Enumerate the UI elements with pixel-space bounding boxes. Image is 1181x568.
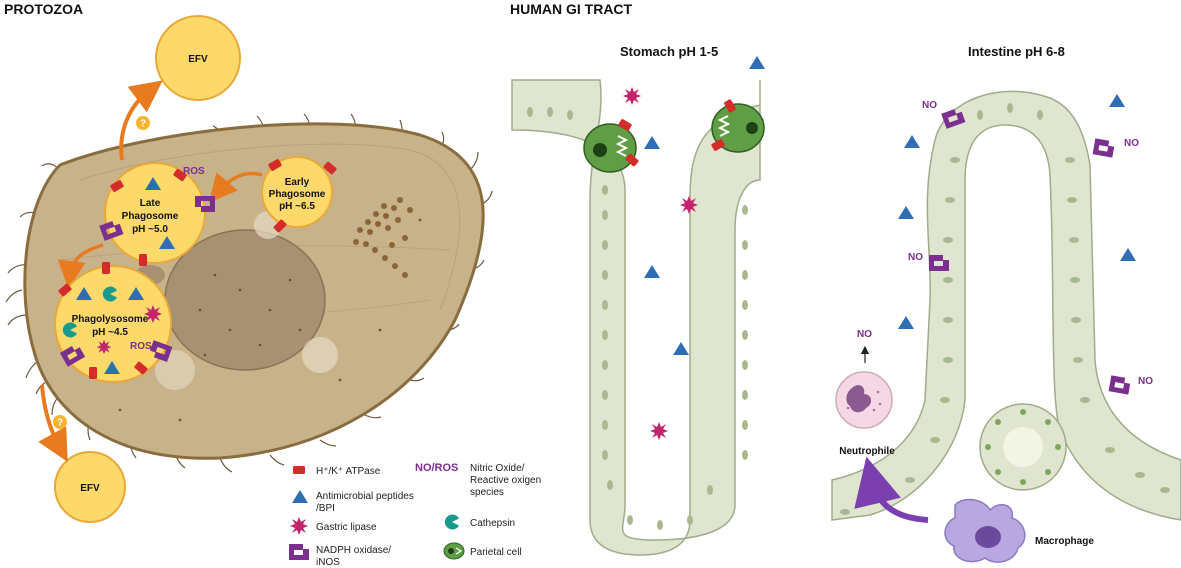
atpase-icon	[139, 254, 147, 266]
efv-vesicle-top	[155, 15, 241, 101]
early-phagosome-line1: Early	[285, 177, 310, 188]
question-icon-top	[136, 116, 150, 130]
neutrophile-cell	[835, 371, 893, 429]
phagolysosome-line1: Phagolysosome	[72, 314, 149, 325]
amp-icon	[673, 342, 689, 355]
legend-amp-line1: Antimicrobial peptides	[316, 491, 414, 502]
atpase-icon	[89, 367, 97, 379]
amp-icon	[904, 135, 920, 148]
gastric-lipase-icon	[623, 87, 641, 105]
legend-no-ros-line2: Reactive oxigen	[470, 475, 541, 486]
stomach-nuclei	[527, 107, 748, 530]
late-phagosome-ph: pH ~5.0	[132, 224, 168, 235]
early-phagosome-line2: Phagosome	[269, 189, 326, 200]
exocytosis-arrow-bottom	[38, 384, 68, 462]
gastric-lipase-icon	[650, 422, 668, 440]
amp-icon	[1120, 248, 1136, 261]
amp-icon	[644, 136, 660, 149]
efv-vesicle-bottom	[54, 451, 126, 523]
parietal-cell-left	[583, 118, 640, 173]
no-label: NO	[1138, 376, 1153, 387]
legend-atpase: H⁺/K⁺ ATPase	[316, 466, 381, 477]
parietal-cell-right	[710, 98, 765, 153]
legend-no-ros-line3: species	[470, 487, 504, 498]
neutrophile-label: Neutrophile	[839, 446, 895, 457]
legend: H⁺/K⁺ ATPase Antimicrobial peptides /BPI…	[289, 462, 541, 568]
atpase-icon	[102, 262, 110, 274]
legend-amp-line2: /BPI	[316, 503, 335, 514]
amp-icon	[1109, 94, 1125, 107]
legend-nadph-icon	[289, 544, 309, 560]
macrophage-label: Macrophage	[1035, 536, 1094, 547]
legend-no-ros-key: NO/ROS	[415, 462, 458, 474]
legend-nadph-line1: NADPH oxidase/	[316, 545, 391, 556]
legend-nadph-line2: iNOS	[316, 557, 340, 568]
efv-label-bottom: EFV	[80, 483, 100, 494]
legend-lipase-icon	[290, 517, 308, 535]
maturation-arrow-1	[208, 171, 263, 203]
protozoa-title: PROTOZOA	[4, 1, 83, 17]
no-label-neutrophile: NO	[857, 329, 872, 340]
late-phagosome-line2: Phagosome	[122, 211, 179, 222]
early-phagosome	[261, 156, 333, 228]
gastric-lipase-icon	[680, 196, 698, 214]
late-phagosome	[104, 162, 206, 264]
stomach-title: Stomach pH 1-5	[620, 44, 718, 59]
efv-label-top: EFV	[188, 54, 208, 65]
gi-tract-title: HUMAN GI TRACT	[510, 1, 633, 17]
amp-icon	[644, 265, 660, 278]
no-label: NO	[1124, 138, 1139, 149]
late-phagosome-line1: Late	[140, 198, 161, 209]
no-label: NO	[908, 252, 923, 263]
ros-label-late: ROS	[183, 166, 205, 177]
question-icon-bottom	[53, 415, 67, 429]
maturation-arrow-2	[57, 243, 104, 289]
legend-cathepsin-icon	[444, 514, 459, 530]
exocytosis-arrow-top	[119, 80, 163, 161]
no-label: NO	[922, 100, 937, 111]
amp-icon	[749, 56, 765, 69]
amp-icon	[898, 316, 914, 329]
legend-atpase-icon	[293, 466, 305, 474]
intestine-title: Intestine pH 6-8	[968, 44, 1065, 59]
migration-arrow	[854, 456, 929, 523]
amp-icon	[898, 206, 914, 219]
legend-parietal: Parietal cell	[470, 547, 522, 558]
inos-icon	[1092, 138, 1116, 158]
intestinal-crypt	[979, 403, 1067, 491]
ros-label-phagolysosome: ROS	[130, 341, 152, 352]
legend-amp-icon	[292, 490, 308, 503]
inos-icon	[1108, 375, 1132, 395]
legend-parietal-icon	[443, 542, 465, 560]
legend-no-ros-line1: Nitric Oxide/	[470, 463, 525, 474]
gastric-lipase-icon	[144, 305, 162, 323]
phagolysosome-ph: pH ~4.5	[92, 327, 128, 338]
gastric-lipase-icon	[96, 339, 112, 355]
legend-lipase: Gastric lipase	[316, 522, 377, 533]
early-phagosome-ph: pH ~6.5	[279, 201, 315, 212]
legend-cathepsin: Cathepsin	[470, 518, 515, 529]
macrophage-cell	[944, 498, 1026, 563]
